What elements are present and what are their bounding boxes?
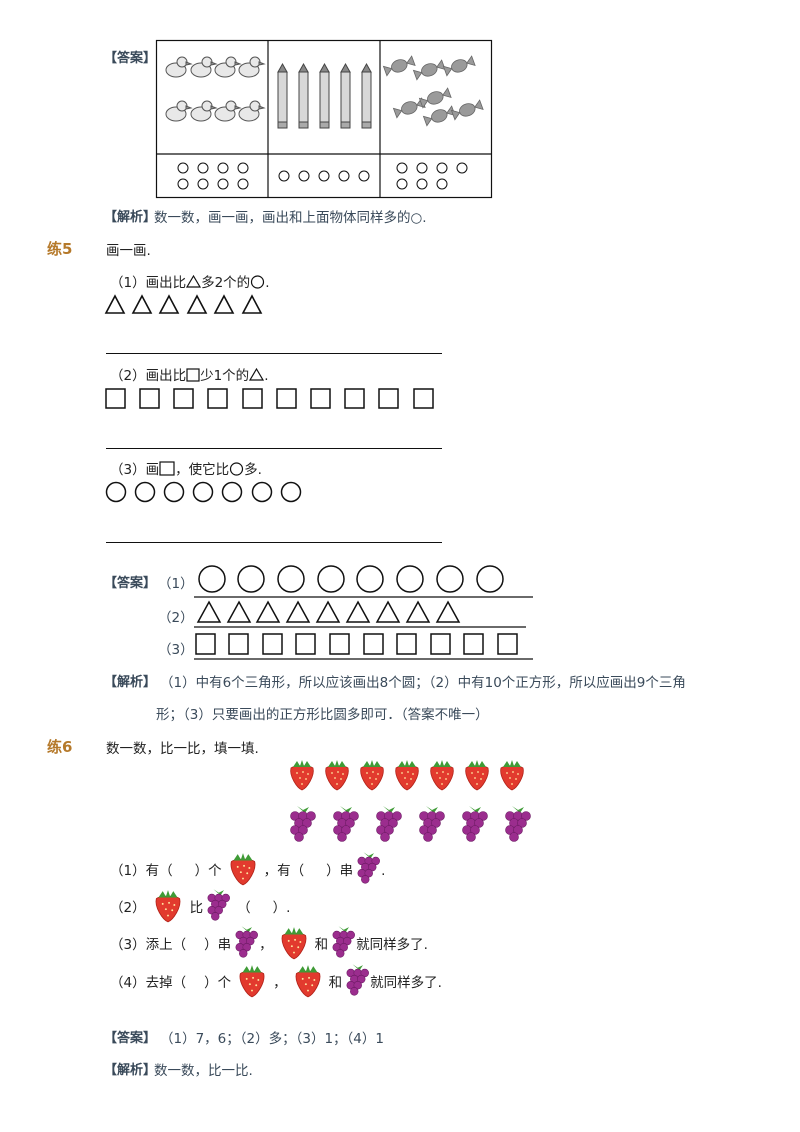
ex5-q3-mid: ，使它比	[175, 462, 230, 478]
ex5-q3-end: 多.	[244, 462, 262, 478]
ex5-q2-mid: 少1个的	[200, 368, 250, 384]
answer-tag: 【答案】	[104, 51, 157, 66]
strawberry-icon	[155, 889, 181, 923]
strawberry-icon	[295, 964, 321, 998]
ex5-q2-pre: （2）画出比	[110, 368, 187, 384]
ex6-q2: （2） 比 （ ）.	[110, 886, 290, 926]
ex6-q4-e: 就同样多了.	[370, 975, 442, 991]
ex5-q2-end: .	[264, 368, 269, 384]
grape-icon	[235, 925, 259, 958]
ex6-q2-b: 比	[189, 900, 204, 916]
ex6-q1-d: ）串	[326, 863, 354, 879]
circle-icon	[251, 275, 265, 289]
ex5-analysis-line-1: （1）中有6个三角形，所以应该画出8个圆；（2）中有10个正方形，所以应画出9个…	[160, 675, 686, 691]
ex5-q1-pre: （1）画出比	[110, 275, 187, 291]
ex6-q3-d: 和	[314, 937, 329, 953]
ex6-q3-a: （3）添上（	[110, 937, 187, 953]
ex5-answer-row-2-label: （2）	[158, 610, 194, 626]
ex5-q3-circles	[105, 481, 302, 503]
grape-icon	[333, 805, 359, 842]
grape-icon	[462, 805, 488, 842]
ex5-answer-row-1-label: （1）	[158, 576, 194, 592]
grape-icon	[419, 805, 445, 842]
ex5-answer-row-3-label: （3）	[158, 642, 194, 658]
ex6-answer-tag: 【答案】	[104, 1031, 157, 1046]
ex5-q2-answer-line	[106, 448, 442, 449]
triangle-icon	[186, 274, 202, 288]
strawberry-icon	[281, 926, 307, 960]
strawberry-row	[290, 759, 524, 791]
square-icon	[159, 461, 175, 476]
ex6-q1-b: ）个	[194, 863, 222, 879]
strawberry-icon	[325, 759, 349, 791]
pencil-icons	[277, 62, 372, 129]
ex6-q2-a: （2）	[110, 900, 146, 916]
grape-icon	[332, 925, 356, 958]
grape-row	[290, 805, 531, 842]
ex6-q3: （3）添上（ ）串 ， 和 就同样多了.	[110, 923, 428, 963]
triangle-icon	[249, 367, 265, 381]
ex5-q2-squares	[105, 388, 434, 409]
ex5-q3: （3）画 ，使它比多.	[110, 458, 262, 478]
ex5-analysis-tag: 【解析】	[104, 675, 157, 690]
ex6-q3-b: ）串	[204, 937, 232, 953]
answer-circles	[177, 162, 468, 190]
exercise-5-label: 练5	[47, 240, 73, 258]
strawberry-icon	[395, 759, 419, 791]
circle-icon	[229, 462, 244, 476]
exercise-6-label: 练6	[47, 738, 73, 756]
ex6-q4-c: ，	[273, 975, 287, 991]
strawberry-icon	[239, 964, 265, 998]
ex6-q2-c: （	[237, 900, 251, 916]
strawberry-icon	[290, 759, 314, 791]
ex5-q1-triangles	[104, 294, 263, 314]
analysis-tag: 【解析】	[104, 210, 157, 225]
grape-icon	[505, 805, 531, 842]
square-icon	[186, 368, 200, 382]
ex5-analysis-line-2: 形；（3）只要画出的正方形比圆多即可．（答案不唯一）	[156, 707, 489, 723]
candy-icons	[382, 55, 484, 127]
ex6-q3-c: ，	[259, 937, 273, 953]
grape-icon	[346, 963, 370, 996]
ex6-q4-a: （4）去掉（	[110, 975, 187, 991]
grape-icon	[376, 805, 402, 842]
strawberry-icon	[500, 759, 524, 791]
ex5-answer-drawing	[194, 565, 533, 660]
ex5-q1-end: .	[265, 275, 270, 291]
ex6-q4-b: ）个	[204, 975, 232, 991]
duck-icons	[165, 56, 266, 122]
ex5-q1-mid: 多2个的	[201, 275, 251, 291]
exercise-5-instruction: 画一画.	[106, 243, 151, 259]
ex6-q4-d: 和	[328, 975, 343, 991]
analysis-text: 数一数，画一画，画出和上面物体同样多的○.	[154, 210, 427, 226]
strawberry-icon	[360, 759, 384, 791]
ex6-analysis-tag: 【解析】	[104, 1063, 157, 1078]
strawberry-icon	[430, 759, 454, 791]
grape-icon	[357, 851, 381, 884]
grape-icon	[290, 805, 316, 842]
ex6-analysis-text: 数一数，比一比.	[154, 1063, 253, 1079]
ex5-answer-tag: 【答案】	[104, 576, 157, 591]
ex5-q2: （2）画出比少1个的.	[110, 364, 268, 384]
exercise-6-instruction: 数一数，比一比，填一填.	[106, 741, 259, 757]
answer-table	[155, 39, 493, 199]
ex6-answer-text: （1）7，6；（2）多；（3）1；（4）1	[160, 1031, 384, 1047]
ex5-q1-answer-line	[106, 353, 442, 354]
ex6-q2-d: ）.	[272, 900, 291, 916]
ex6-q1: （1）有（ ）个 ，有（ ）串.	[110, 849, 385, 889]
ex5-q3-answer-line	[106, 542, 442, 543]
ex6-q4: （4）去掉（ ）个 ， 和 就同样多了.	[110, 961, 442, 1001]
ex6-q1-a: （1）有（	[110, 863, 173, 879]
ex5-q1: （1）画出比多2个的.	[110, 271, 269, 291]
ex6-q1-c: ，有（	[263, 863, 305, 879]
ex6-q1-e: .	[381, 863, 386, 879]
ex6-q3-e: 就同样多了.	[356, 937, 428, 953]
ex5-q3-pre: （3）画	[110, 462, 160, 478]
strawberry-icon	[465, 759, 489, 791]
grape-icon	[207, 888, 231, 921]
strawberry-icon	[230, 852, 256, 886]
answer-table-drawing	[155, 39, 493, 199]
